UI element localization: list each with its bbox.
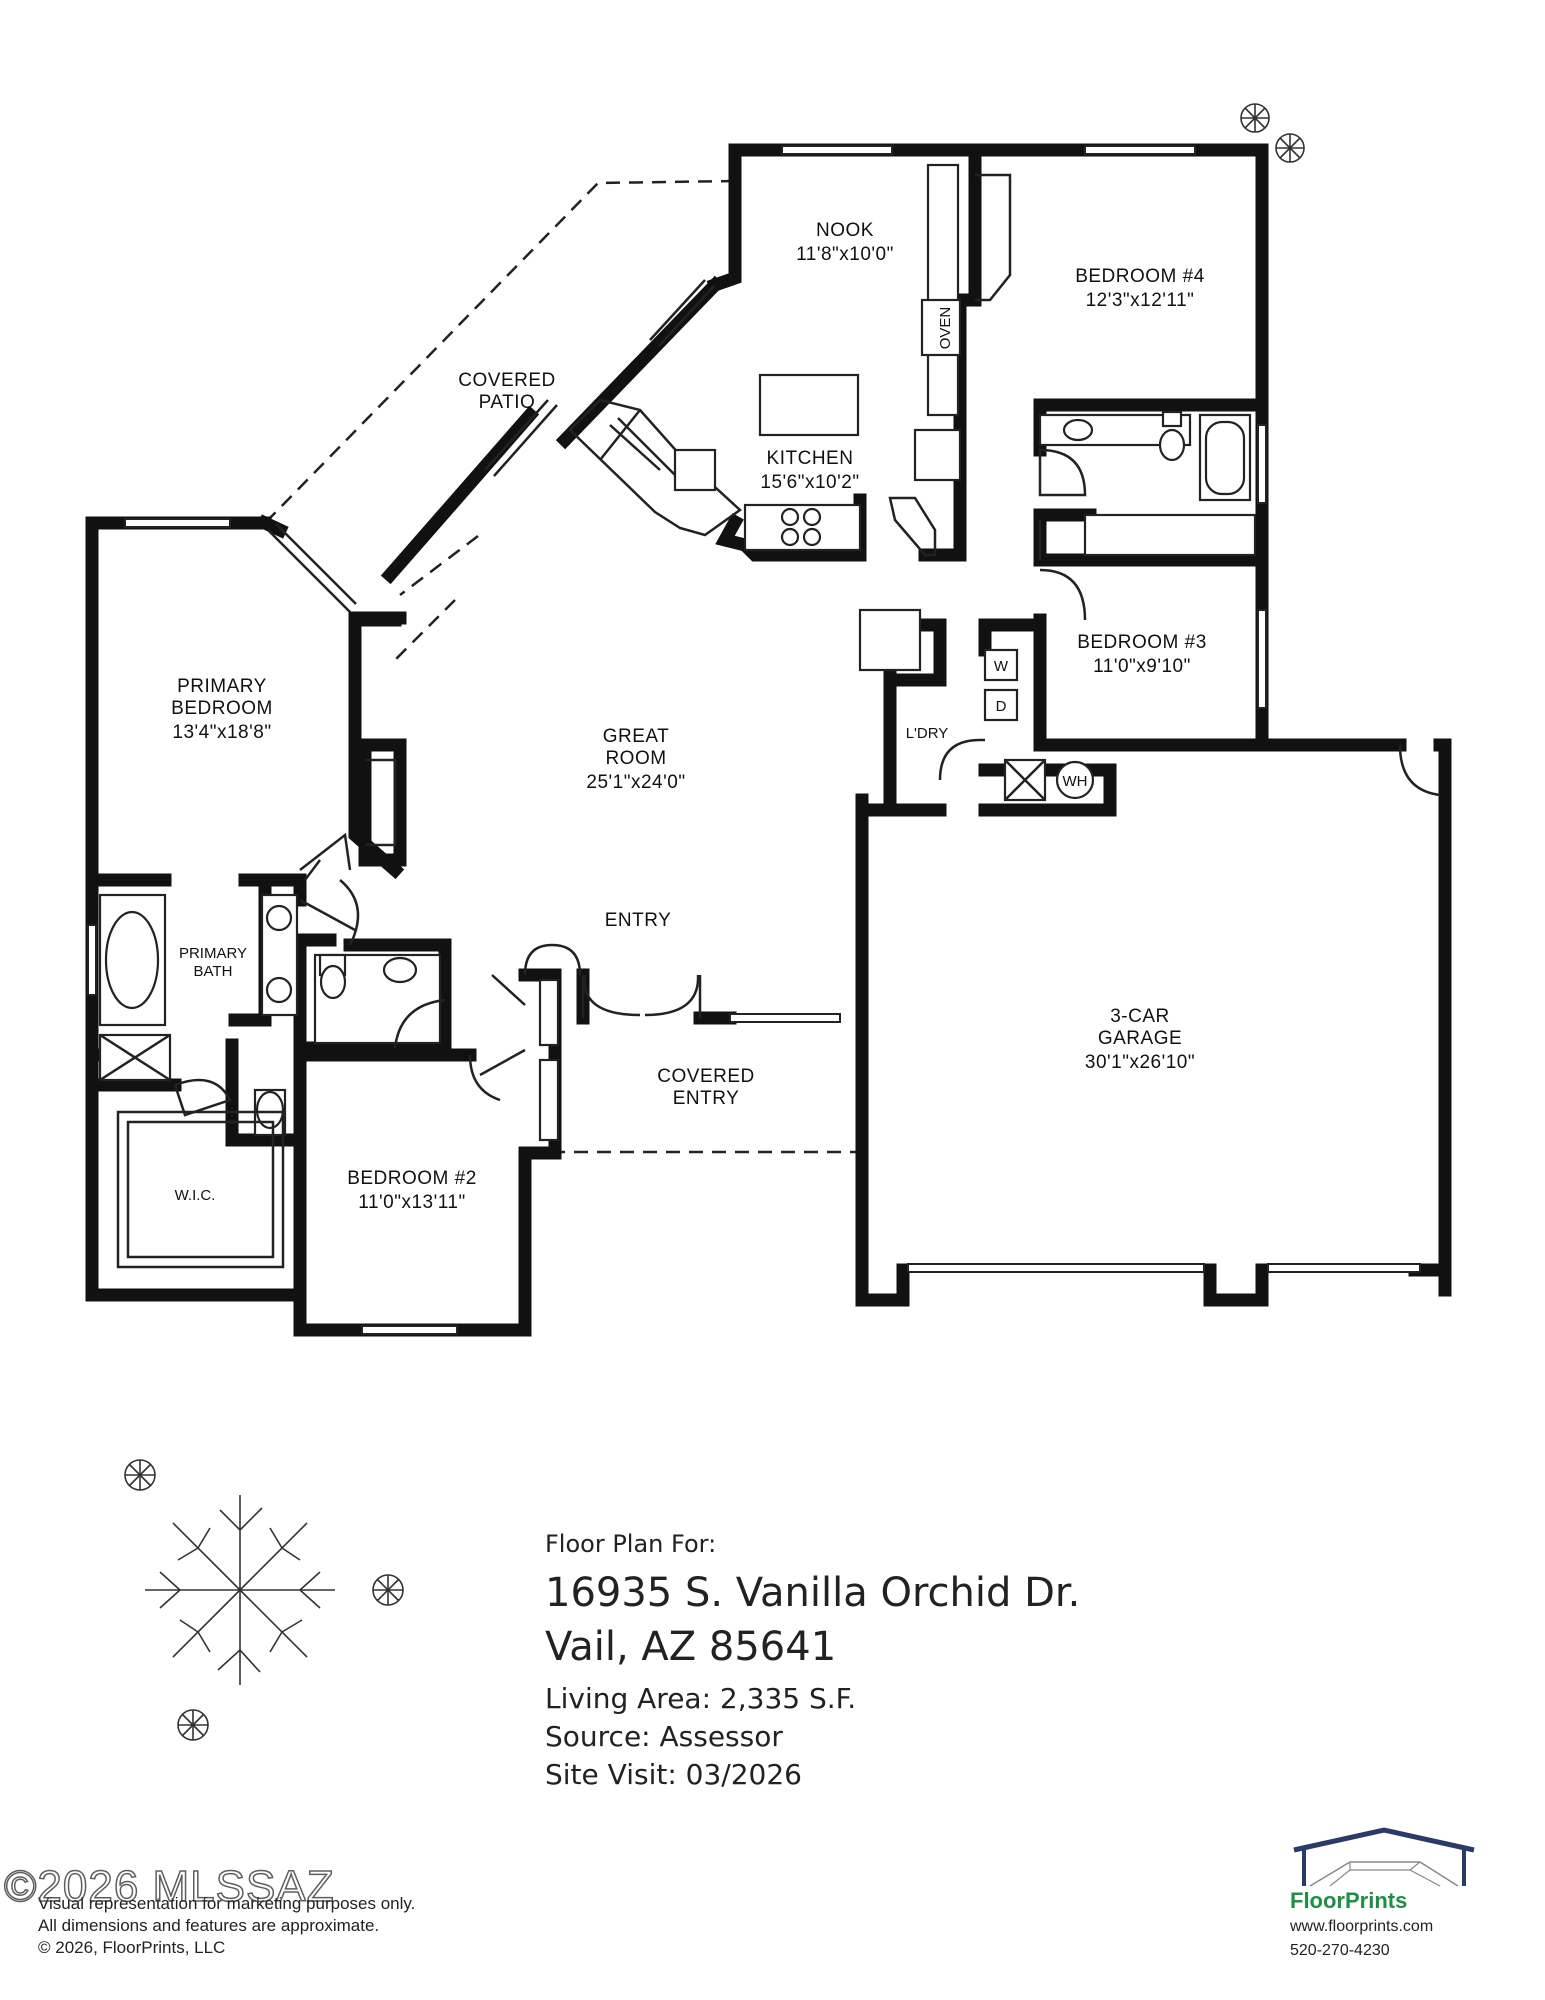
great-room-name-2: ROOM (605, 748, 666, 769)
covered-entry-name-2: ENTRY (673, 1088, 740, 1109)
covered-entry-name-1: COVERED (657, 1066, 754, 1087)
covered-patio-name-2: PATIO (479, 392, 536, 413)
windows (87, 145, 1421, 1335)
nook-name: NOOK (816, 220, 874, 241)
bedroom2-name: BEDROOM #2 (347, 1168, 477, 1189)
shrub-icon (124, 1459, 156, 1491)
nook-dims: 11'8"x10'0" (796, 244, 894, 265)
bedroom4-name: BEDROOM #4 (1075, 266, 1205, 287)
covered-patio-name-1: COVERED (458, 370, 555, 391)
copyright-line: © 2026, FloorPrints, LLC (38, 1938, 226, 1957)
property-city: Vail, AZ 85641 (545, 1624, 837, 1670)
shrub-icon (372, 1574, 404, 1606)
tree-icon (145, 1495, 335, 1685)
primary-bedroom-dims: 13'4"x18'8" (172, 722, 271, 743)
shrub-icon (1275, 133, 1305, 163)
wic-label: W.I.C. (175, 1187, 216, 1204)
primary-bath-name-1: PRIMARY (179, 945, 247, 962)
disclaimer-line-2: All dimensions and features are approxim… (38, 1916, 380, 1935)
bedroom4-dims: 12'3"x12'11" (1086, 290, 1195, 311)
laundry-name: L'DRY (906, 725, 949, 742)
brand-phone: 520-270-4230 (1290, 1942, 1390, 1959)
floorprints-house-logo-icon (1293, 1827, 1475, 1887)
bedroom2-dims: 11'0"x13'11" (358, 1192, 465, 1213)
washer-label: W (994, 658, 1009, 675)
great-room-dims: 25'1"x24'0" (586, 772, 685, 793)
kitchen-dims: 15'6"x10'2" (760, 472, 859, 493)
water-heater-label: WH (1063, 773, 1088, 790)
great-room-name-1: GREAT (603, 726, 670, 747)
mls-watermark: ©2026 MLSSAZ (3, 1861, 335, 1912)
kitchen-fixtures (673, 163, 1012, 557)
data-source: Source: Assessor (545, 1720, 783, 1753)
entry-label: ENTRY (605, 910, 672, 931)
covered-patio-outline (269, 179, 736, 519)
shrub-icon (177, 1709, 209, 1741)
info-heading: Floor Plan For: (545, 1530, 717, 1558)
oven-label: OVEN (937, 307, 954, 350)
room-labels: NOOK 11'8"x10'0" BEDROOM #4 12'3"x12'11"… (171, 220, 1207, 1213)
site-visit-date: Site Visit: 03/2026 (545, 1758, 802, 1791)
shrub-icon (1240, 103, 1270, 133)
disclaimer-line-1: Visual representation for marketing purp… (38, 1894, 416, 1913)
bath-fixtures (98, 410, 1441, 1269)
dryer-label: D (996, 698, 1007, 715)
bedroom3-dims: 11'0"x9'10" (1093, 656, 1191, 677)
bedroom3-name: BEDROOM #3 (1077, 632, 1207, 653)
brand-name: FloorPrints (1290, 1888, 1408, 1913)
primary-bedroom-name-1: PRIMARY (177, 676, 267, 697)
garage-name-1: 3-CAR (1110, 1006, 1170, 1027)
living-area: Living Area: 2,335 S.F. (545, 1682, 857, 1715)
brand-url[interactable]: www.floorprints.com (1290, 1918, 1434, 1935)
primary-bedroom-name-2: BEDROOM (171, 698, 273, 719)
kitchen-name: KITCHEN (767, 448, 854, 469)
garage-name-2: GARAGE (1098, 1028, 1182, 1049)
garage-dims: 30'1"x26'10" (1085, 1052, 1195, 1073)
primary-bath-name-2: BATH (194, 963, 233, 980)
property-address: 16935 S. Vanilla Orchid Dr. (545, 1570, 1081, 1616)
